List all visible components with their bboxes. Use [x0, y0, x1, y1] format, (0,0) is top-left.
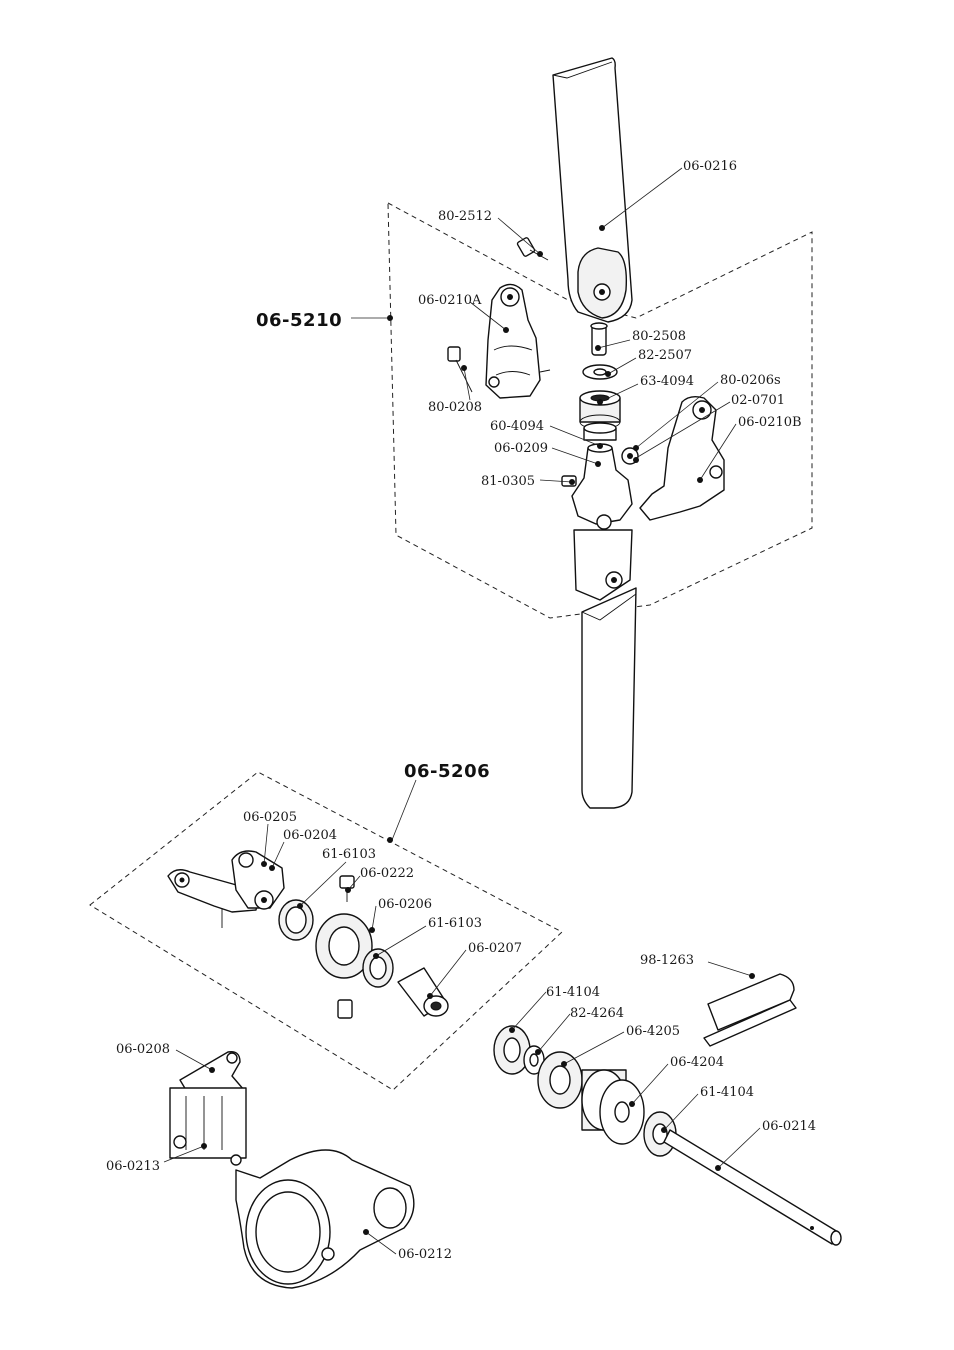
blade-grip-06-0210B: [639, 395, 725, 521]
label-06-0213: 06-0213: [106, 1159, 160, 1174]
label-80-2512: 80-2512: [438, 209, 492, 224]
label-80-2508: 80-2508: [632, 329, 686, 344]
bearing-61-6103-b: [362, 948, 394, 988]
label-06-0205: 06-0205: [243, 810, 297, 825]
shim-60-4094: [583, 422, 617, 441]
blade-grip-06-0210A: [485, 283, 551, 399]
frame-06-0213: [169, 1087, 247, 1166]
belt-98-1263: [703, 973, 797, 1047]
upper-blade: [552, 57, 633, 323]
label-06-0222: 06-0222: [360, 866, 414, 881]
leader-lines: [163, 167, 761, 1255]
label-61-6103-a: 61-6103: [322, 847, 376, 862]
assembly-label-06-5206: 06-5206: [404, 761, 490, 782]
bolt-80-0208: [447, 346, 473, 393]
label-06-0216: 06-0216: [683, 159, 737, 174]
lower-blade: [573, 529, 637, 809]
label-06-0204: 06-0204: [283, 828, 337, 843]
label-06-0214: 06-0214: [762, 1119, 816, 1134]
label-60-4094: 60-4094: [490, 419, 544, 434]
gear-06-4205: [537, 1051, 583, 1109]
label-06-0208: 06-0208: [116, 1042, 170, 1057]
arm-06-0205: [167, 869, 261, 928]
label-61-6103-b: 61-6103: [428, 916, 482, 931]
label-81-0305: 81-0305: [481, 474, 535, 489]
label-63-4094: 63-4094: [640, 374, 694, 389]
bearing-61-6103-a: [278, 899, 314, 941]
label-82-2507: 82-2507: [638, 348, 692, 363]
label-06-0206: 06-0206: [378, 897, 432, 912]
label-80-0208: 80-0208: [428, 400, 482, 415]
sleeve-06-0207: [397, 967, 449, 1017]
label-02-0701: 02-0701: [731, 393, 785, 408]
label-61-4104-b: 61-4104: [700, 1085, 754, 1100]
pulley-06-4204: [581, 1069, 645, 1145]
label-06-0209: 06-0209: [494, 441, 548, 456]
housing-06-0212: [235, 1149, 415, 1289]
screw-hub-lower: [337, 999, 353, 1019]
label-06-0210B: 06-0210B: [738, 415, 802, 430]
bolt-80-2512: [516, 237, 549, 261]
bearing-61-4104-a: [493, 1025, 531, 1075]
label-80-0206s: 80-0206s: [720, 373, 781, 388]
label-82-4264: 82-4264: [570, 1006, 624, 1021]
label-06-4205: 06-4205: [626, 1024, 680, 1039]
label-98-1263: 98-1263: [640, 953, 694, 968]
leader-dots: [201, 225, 755, 1235]
label-61-4104-a: 61-4104: [546, 985, 600, 1000]
label-06-4204: 06-4204: [670, 1055, 724, 1070]
shaft-06-0214: [663, 1129, 842, 1246]
label-06-0212: 06-0212: [398, 1247, 452, 1262]
label-06-0210A: 06-0210A: [418, 293, 482, 308]
label-06-0207: 06-0207: [468, 941, 522, 956]
hub-ring-06-0206: [315, 913, 373, 979]
assembly-label-06-5210: 06-5210: [256, 310, 342, 331]
